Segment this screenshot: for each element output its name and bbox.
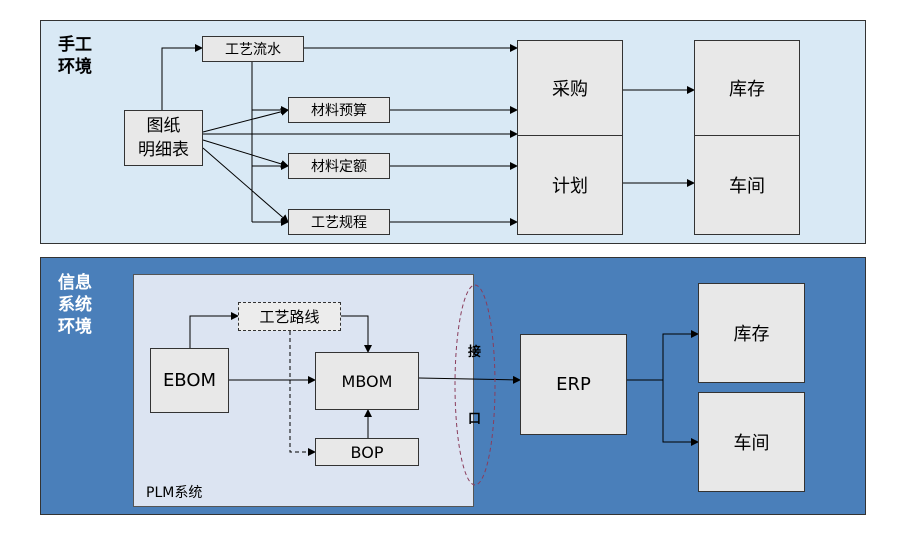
manual-inventory-box: 库存 — [694, 40, 800, 136]
process-spec-label: 工艺规程 — [311, 215, 367, 231]
manual-env-label-line1: 手工 — [58, 35, 92, 55]
info-inventory-box: 库存 — [698, 283, 805, 383]
erp-box: ERP — [520, 334, 627, 435]
mbom-box: MBOM — [315, 352, 419, 410]
plan-box: 计划 — [517, 135, 623, 235]
info-env-label-line1: 信息 — [58, 273, 92, 293]
info-env-label-line2: 系统 — [58, 295, 92, 315]
bop-label: BOP — [350, 442, 384, 462]
interface-char-1: 接 — [468, 345, 482, 360]
drawing-list-line1: 图纸 — [146, 116, 181, 136]
arrow-erp-to-inventory — [662, 330, 699, 380]
interface-ellipse — [454, 284, 496, 486]
arrow-mbom-to-erp — [418, 375, 521, 384]
arrow-drawing-to-budget-diag — [202, 107, 289, 133]
material-quota-label: 材料定额 — [311, 159, 367, 175]
arrow-process-flow-to-budget — [251, 62, 289, 114]
info-env-label-line3: 环境 — [58, 317, 92, 337]
arrow-drawing-to-quota-diag — [202, 139, 289, 168]
material-budget-box: 材料预算 — [288, 97, 390, 123]
info-workshop-box: 车间 — [698, 392, 805, 492]
manual-env-label: 手工 环境 — [58, 34, 92, 78]
drawing-list-box: 图纸 明细表 — [124, 110, 203, 166]
erp-label: ERP — [556, 374, 591, 395]
purchase-box: 采购 — [517, 40, 623, 136]
manual-inventory-label: 库存 — [729, 79, 765, 100]
interface-char-2: 口 — [468, 412, 482, 427]
process-spec-box: 工艺规程 — [288, 209, 390, 235]
plan-label: 计划 — [552, 176, 588, 197]
plm-system-label: PLM系统 — [146, 485, 203, 501]
manual-workshop-box: 车间 — [694, 135, 800, 235]
purchase-label: 采购 — [552, 79, 588, 100]
process-route-label: 工艺路线 — [259, 308, 320, 326]
arrow-process-route-to-mbom — [341, 315, 372, 353]
ebom-box: EBOM — [150, 348, 229, 413]
process-route-box: 工艺路线 — [238, 302, 341, 331]
material-quota-box: 材料定额 — [288, 153, 390, 179]
manual-env-label-line2: 环境 — [58, 57, 92, 77]
info-env-label: 信息 系统 环境 — [58, 272, 92, 338]
material-budget-label: 材料预算 — [311, 103, 367, 119]
bop-box: BOP — [315, 438, 419, 466]
mbom-label: MBOM — [341, 371, 393, 391]
process-flow-label: 工艺流水 — [225, 42, 281, 58]
ebom-label: EBOM — [162, 370, 217, 391]
manual-workshop-label: 车间 — [729, 176, 765, 197]
info-inventory-label: 库存 — [733, 324, 770, 345]
arrow-drawing-to-process-flow — [161, 44, 203, 110]
arrow-erp-to-workshop — [662, 380, 699, 446]
info-workshop-label: 车间 — [733, 433, 770, 454]
process-flow-box: 工艺流水 — [202, 36, 304, 62]
arrow-ebom-to-process-route — [189, 312, 239, 348]
arrow-drawing-to-spec-diag — [202, 147, 289, 223]
arrow-process-route-to-bop — [289, 331, 316, 456]
drawing-list-line2: 明细表 — [138, 140, 189, 160]
